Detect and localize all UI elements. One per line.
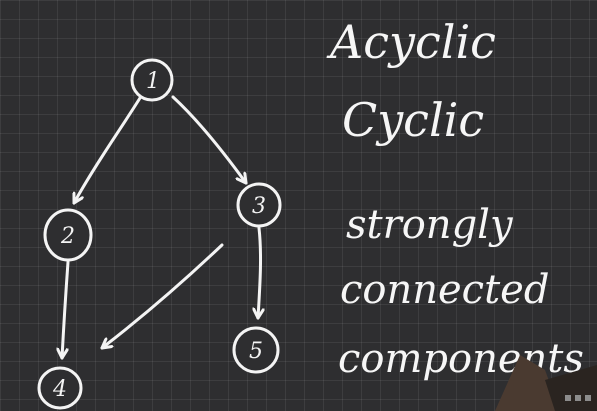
laptop-corner [495, 355, 597, 411]
node-label: 4 [52, 377, 67, 402]
node-label: 2 [60, 224, 75, 249]
node-label: 1 [146, 69, 160, 94]
graph-node-1: 1 [130, 58, 174, 102]
graph-node-3: 3 [236, 182, 282, 228]
graph-node-2: 2 [43, 208, 93, 262]
node-label: 5 [249, 339, 263, 364]
graph-node-4: 4 [37, 366, 83, 410]
edge-1-3 [171, 95, 248, 185]
note-acyclic: Acyclic [326, 15, 496, 69]
edge-3-5 [258, 226, 261, 320]
graph-edges [62, 95, 261, 360]
note-components: components [338, 336, 584, 382]
note-connected: connected [340, 267, 549, 313]
edge-2-4 [62, 260, 70, 360]
graph-node-5: 5 [232, 326, 280, 374]
edge-1-2 [74, 96, 142, 205]
node-label: 3 [252, 194, 266, 219]
note-cyclic: Cyclic [342, 93, 484, 147]
edge-3-4 [100, 243, 224, 350]
note-strongly: strongly [346, 202, 514, 248]
